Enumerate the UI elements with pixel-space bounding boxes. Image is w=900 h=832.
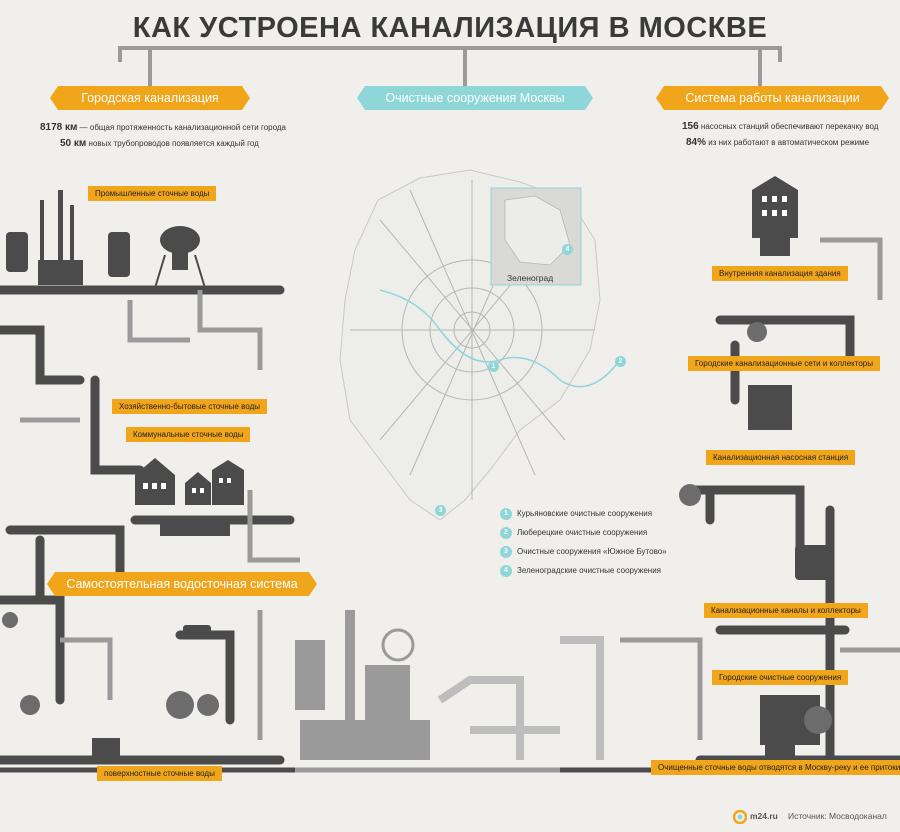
stat-length: 8178 км — общая протяженность канализаци…	[40, 122, 286, 133]
map-marker-4: 4	[562, 244, 573, 255]
legend-item: 2 Люберецкие очистные сооружения	[500, 523, 667, 542]
stat-new-pipes: 50 км новых трубопроводов появляется каж…	[60, 138, 259, 149]
page-title: КАК УСТРОЕНА КАНАЛИЗАЦИЯ В МОСКВЕ	[132, 12, 768, 44]
legend-number: 1	[500, 507, 512, 520]
label-storm-system: Самостоятельная водосточная система	[47, 572, 317, 596]
map-marker-2: 2	[615, 356, 626, 367]
stat-value: 8178 км	[40, 122, 78, 133]
section-label: Система работы канализации	[664, 86, 881, 110]
map-legend: 1 Курьяновские очистные сооружения 2 Люб…	[500, 504, 667, 580]
legend-text: Люберецкие очистные сооружения	[517, 528, 648, 537]
label-industrial: Промышленные сточные воды	[88, 186, 217, 201]
label-pump-station: Канализационная насосная станция	[706, 450, 856, 465]
label-household: Хозяйственно-бытовые сточные воды	[112, 399, 268, 414]
section-city-sewerage: Городская канализация	[50, 86, 250, 110]
stat-value: 84%	[686, 137, 707, 148]
label-surface: поверхностные сточные воды	[97, 766, 222, 781]
label-city-networks: Городские канализационные сети и коллект…	[688, 356, 880, 371]
legend-item: 4 Зеленоградские очистные сооружения	[500, 561, 667, 580]
legend-item: 1 Курьяновские очистные сооружения	[500, 504, 667, 523]
label-treatment: Городские очистные сооружения	[712, 670, 849, 685]
map-marker-3: 3	[435, 505, 446, 516]
stat-text: из них работают в автоматическом режиме	[708, 138, 870, 147]
legend-text: Зеленоградские очистные сооружения	[517, 566, 661, 575]
label-internal: Внутренняя канализация здания	[712, 266, 848, 281]
legend-number: 4	[500, 564, 512, 577]
zelenograd-label: Зеленоград	[507, 273, 554, 283]
legend-item: 3 Очистные сооружения «Южное Бутово»	[500, 542, 667, 561]
section-label: Очистные сооружения Москвы	[365, 86, 585, 110]
footer-source: Источник: Мосводоканал	[788, 811, 887, 821]
stat-value: 50 км	[60, 138, 87, 149]
stat-text: — общая протяженность канализационной се…	[79, 123, 286, 132]
label-channels: Канализационные каналы и коллекторы	[704, 603, 868, 618]
legend-text: Курьяновские очистные сооружения	[517, 509, 653, 518]
stat-text: насосных станций обеспечивают перекачку …	[700, 122, 879, 131]
section-label: Городская канализация	[58, 86, 242, 110]
legend-number: 2	[500, 526, 512, 539]
footer-logo: m24.ru	[750, 811, 778, 821]
stat-automatic: 84% из них работают в автоматическом реж…	[686, 137, 869, 148]
stat-pump-stations: 156 насосных станций обеспечивают перека…	[682, 121, 878, 132]
map-marker-1: 1	[488, 361, 499, 372]
section-label: Самостоятельная водосточная система	[55, 572, 309, 596]
section-treatment-plants: Очистные сооружения Москвы	[357, 86, 593, 110]
stat-text: новых трубопроводов появляется каждый го…	[88, 139, 259, 148]
label-outflow: Очищенные сточные воды отводятся в Москв…	[651, 760, 900, 775]
label-communal: Коммунальные сточные воды	[126, 427, 251, 442]
river	[379, 289, 621, 388]
section-system: Система работы канализации	[656, 86, 889, 110]
legend-text: Очистные сооружения «Южное Бутово»	[517, 547, 667, 556]
stat-value: 156	[682, 121, 699, 132]
m24-logo-icon	[733, 810, 747, 824]
legend-number: 3	[500, 545, 512, 558]
